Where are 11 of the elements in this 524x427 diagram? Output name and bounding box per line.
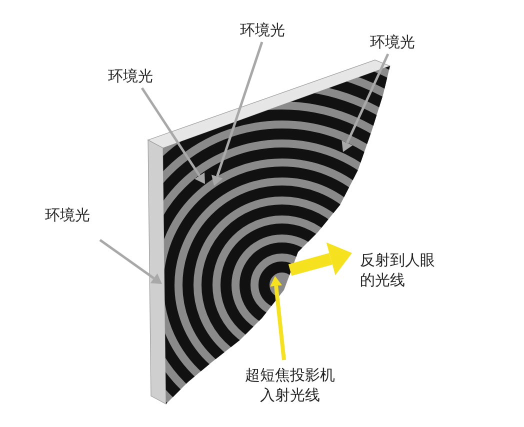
callout-label: 环境光 [108,66,153,86]
arrow [288,242,352,276]
callout-label: 环境光 [240,20,285,40]
arrow [211,42,264,186]
arrow [99,238,162,284]
callout-label: 反射到人眼的光线 [360,250,440,290]
callout-label: 环境光 [370,32,415,52]
arrow [140,87,205,184]
arrow [270,276,286,360]
callout-label: 超短焦投影机入射光线 [240,365,340,405]
callout-label: 环境光 [45,205,90,225]
